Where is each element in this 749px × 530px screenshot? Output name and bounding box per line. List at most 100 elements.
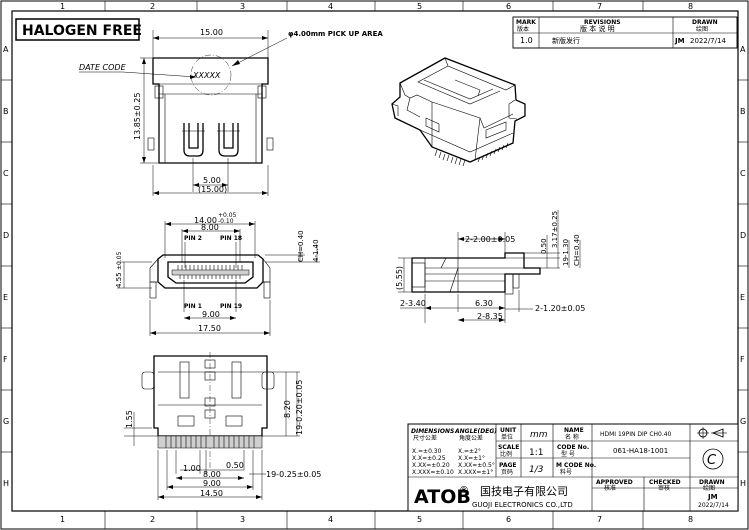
front-right-dim-2: 4-1.40 bbox=[312, 239, 320, 262]
side-dim-v3: 19-1.30 bbox=[562, 239, 570, 266]
bottom-left-dim: 1.55 bbox=[125, 410, 134, 428]
grid-col-2: 2 bbox=[150, 2, 155, 11]
side-dim-v2: 3.17±0.25 bbox=[551, 211, 559, 248]
top-pin-pitch: 5.00 bbox=[203, 176, 221, 185]
front-view: 14.00 +0.05 -0.10 8.00 PIN 2 PIN 18 bbox=[115, 212, 320, 336]
tb-unit-cn: 单位 bbox=[501, 433, 513, 441]
tb-dimensions-cn: 尺寸公差 bbox=[413, 434, 437, 442]
bottom-dim-w3: 8.00 bbox=[203, 470, 221, 479]
grid-row-b-right: B bbox=[740, 107, 746, 116]
pin-19-label: PIN 19 bbox=[220, 303, 242, 310]
revisions-row-desc: 新版发行 bbox=[552, 36, 580, 45]
tb-approved-cn: 核准 bbox=[604, 484, 616, 492]
grid-row-f-right: F bbox=[740, 355, 745, 364]
tb-tol-dim-2: X.XX=±0.20 bbox=[412, 462, 450, 469]
tb-code-label: CODE No. bbox=[557, 444, 589, 451]
bottom-pin-dim: 19-0.25±0.05 bbox=[266, 470, 321, 479]
side-dim-v1: 0.50 bbox=[540, 238, 548, 254]
tb-drawn-label: DRAWN bbox=[699, 479, 725, 486]
tb-angle-cn: 角度公差 bbox=[459, 434, 483, 442]
bottom-dim-w1: 1.00 bbox=[183, 464, 201, 473]
grid-row-d-right: D bbox=[740, 231, 746, 240]
halogen-free-label: HALOGEN FREE bbox=[22, 23, 142, 39]
date-code-label: DATE CODE bbox=[79, 63, 127, 72]
grid-col-2-bottom: 2 bbox=[150, 515, 155, 524]
grid-col-3: 3 bbox=[240, 2, 245, 11]
grid-row-b: B bbox=[3, 107, 9, 116]
tb-page-label: PAGE bbox=[499, 462, 517, 469]
grid-col-3-bottom: 3 bbox=[240, 515, 245, 524]
logo-registered-mark: ® bbox=[459, 485, 469, 496]
revisions-mark-cn: 版本 bbox=[517, 25, 529, 33]
grid-row-h-right: H bbox=[740, 479, 746, 488]
front-right-dim-1: CH=0.40 bbox=[297, 230, 305, 262]
top-view: 15.00 φ4.00mm PICK UP AREA DATE CODE XXX… bbox=[79, 28, 383, 196]
pin-2-label: PIN 2 bbox=[184, 235, 202, 242]
pin-18-label: PIN 18 bbox=[220, 235, 242, 242]
tb-checked-cn: 审核 bbox=[658, 484, 670, 492]
grid-row-a-right: A bbox=[740, 45, 746, 54]
company-name-cn: 国技电子有限公司 bbox=[480, 484, 568, 498]
bottom-dim-w5: 14.50 bbox=[200, 489, 223, 498]
side-bottom-dim-2: 6.30 bbox=[475, 299, 493, 308]
tb-page-cn: 页码 bbox=[501, 468, 513, 476]
tb-approved-label: APPROVED bbox=[596, 479, 633, 486]
tb-name-value: HDMI 19PIN DIP CH0.40 bbox=[600, 431, 672, 438]
grid-col-4-bottom: 4 bbox=[328, 515, 333, 524]
tb-angle-label: ANGLE(DEG) bbox=[454, 428, 497, 435]
tb-page-value: 1/3 bbox=[529, 465, 544, 475]
pin-1-label: PIN 1 bbox=[184, 303, 202, 310]
grid-row-d: D bbox=[3, 231, 9, 240]
grid-row-g: G bbox=[3, 417, 9, 426]
grid-col-1-bottom: 1 bbox=[60, 515, 65, 524]
grid-col-5: 5 bbox=[417, 2, 422, 11]
grid-col-5-bottom: 5 bbox=[417, 515, 422, 524]
top-width-dim: 15.00 bbox=[200, 28, 223, 37]
revisions-mark-label: MARK bbox=[516, 19, 536, 26]
side-pitch-dim: 2-2.00±0.05 bbox=[465, 235, 515, 244]
side-bottom-dim-4: 2-1.20±0.05 bbox=[535, 304, 585, 313]
front-top-tol: +0.05 bbox=[218, 212, 237, 219]
revisions-drawn-cn: 绘图 bbox=[696, 25, 708, 33]
grid-row-c-right: C bbox=[740, 169, 746, 178]
grid-col-6: 6 bbox=[506, 2, 511, 11]
grid-col-8: 8 bbox=[688, 2, 693, 11]
grid-col-8-bottom: 8 bbox=[688, 515, 693, 524]
bottom-dim-w4: 9.00 bbox=[203, 479, 221, 488]
tb-tol-dim-1: X.X=±0.25 bbox=[412, 455, 446, 462]
tb-name-cn: 名 称 bbox=[565, 433, 579, 441]
tb-code-value: 061-HA18-1001 bbox=[613, 447, 668, 455]
side-bottom-dim-1: 2-3.40 bbox=[400, 299, 426, 308]
grid-row-a: A bbox=[3, 45, 9, 54]
revisions-row-date: 2022/7/14 bbox=[690, 37, 726, 45]
bottom-right-dim-2: 19-0.20±0.05 bbox=[295, 380, 304, 435]
front-bottom-inner-dim: 9.00 bbox=[202, 310, 220, 319]
side-view: 2-2.00±0.05 0.50 3.17±0.25 19-1.30 CH=0.… bbox=[395, 210, 585, 323]
revisions-title-cn: 版 本 说 明 bbox=[580, 24, 615, 33]
revisions-table: MARK 版本 REVISIONS 版 本 说 明 DRAWN 绘图 1.0 新… bbox=[512, 16, 738, 49]
front-bottom-dim: 17.50 bbox=[198, 324, 221, 333]
grid-col-6-bottom: 6 bbox=[506, 515, 511, 524]
tb-scale-value: 1:1 bbox=[529, 448, 543, 458]
front-top-dim: 14.00 bbox=[194, 216, 217, 225]
tb-scale-cn: 比例 bbox=[500, 450, 512, 458]
pickup-area-note: φ4.00mm PICK UP AREA bbox=[288, 30, 383, 38]
bottom-view: 1.55 8.20 19-0.20±0.05 1.00 0.50 8.00 9.… bbox=[124, 352, 321, 500]
tb-code-cn: 型 号 bbox=[561, 450, 575, 458]
tb-name-label: NAME bbox=[564, 427, 584, 434]
side-left-dim: (5.55) bbox=[395, 266, 404, 290]
front-left-dim: 4.55 bbox=[115, 272, 123, 288]
grid-row-c: C bbox=[3, 169, 9, 178]
tb-tol-dim-0: X.=±0.30 bbox=[412, 448, 442, 455]
grid-row-g-right: G bbox=[740, 417, 746, 426]
front-left-tol: ±0.05 bbox=[116, 251, 123, 270]
tb-tol-ang-2: X.XX=±0.5° bbox=[458, 462, 495, 469]
halogen-free-badge: HALOGEN FREE bbox=[15, 18, 142, 41]
tb-drawn-date: 2022/7/14 bbox=[698, 502, 729, 509]
top-height-dim: 13.85±0.25 bbox=[133, 93, 142, 140]
grid-row-h: H bbox=[3, 479, 9, 488]
company-name-en: GUOJI ELECTRONICS CO.,LTD bbox=[472, 501, 573, 509]
grid-col-7-bottom: 7 bbox=[597, 515, 602, 524]
projection-symbol-icon bbox=[697, 427, 727, 439]
